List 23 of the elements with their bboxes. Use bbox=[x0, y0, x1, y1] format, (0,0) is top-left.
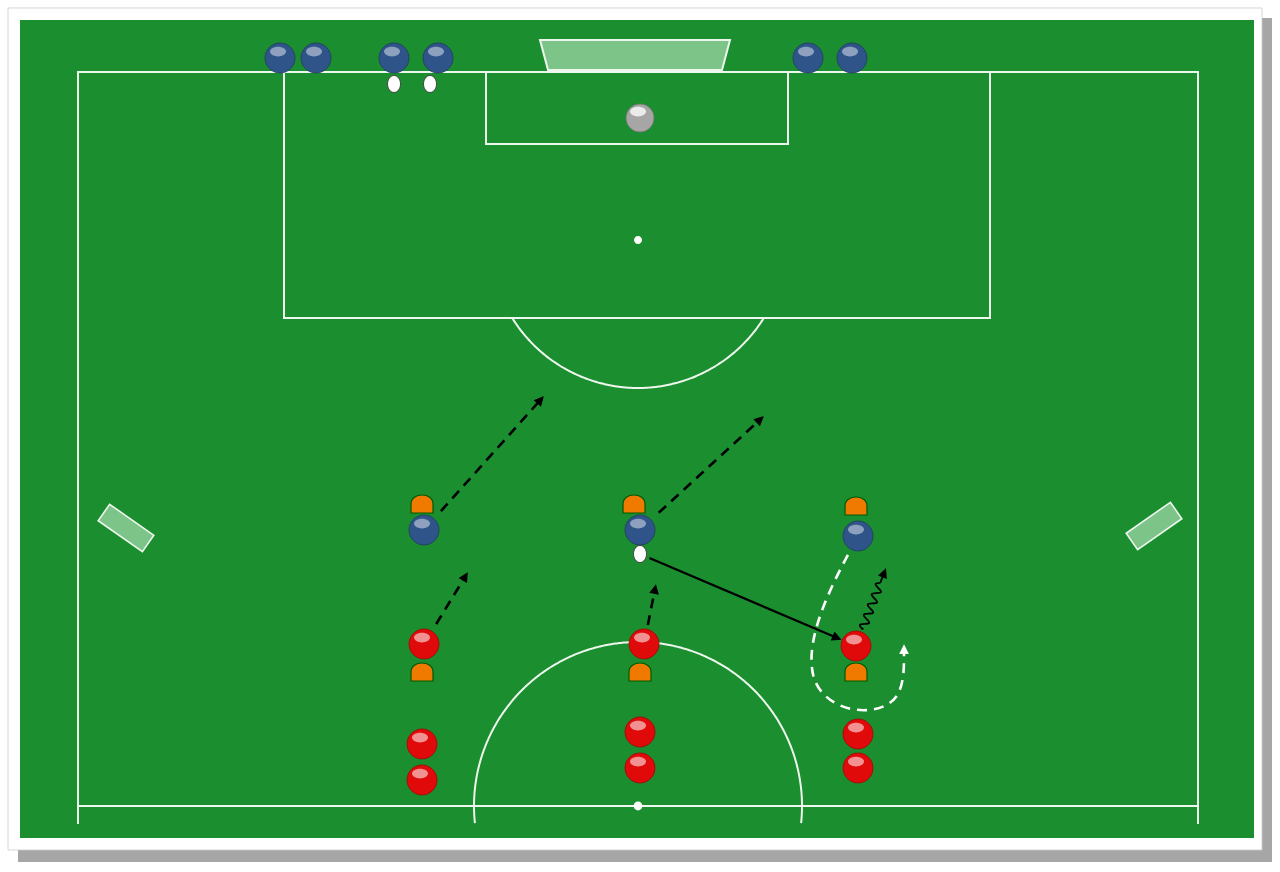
player-marker bbox=[842, 752, 874, 784]
player-marker bbox=[842, 520, 874, 552]
player-marker bbox=[840, 630, 872, 662]
player-marker bbox=[378, 42, 410, 74]
player-marker bbox=[624, 752, 656, 784]
player-marker bbox=[836, 42, 868, 74]
player-marker bbox=[422, 42, 454, 74]
player-marker bbox=[624, 716, 656, 748]
player-marker bbox=[406, 728, 438, 760]
player-marker bbox=[264, 42, 296, 74]
player-marker bbox=[408, 514, 440, 546]
dashed-arrow bbox=[810, 554, 909, 712]
player-marker bbox=[406, 764, 438, 796]
player-marker bbox=[624, 514, 656, 546]
player-marker bbox=[300, 42, 332, 74]
ball bbox=[423, 75, 437, 93]
player-marker bbox=[792, 42, 824, 74]
player-marker bbox=[628, 628, 660, 660]
ball bbox=[633, 545, 647, 563]
ball bbox=[625, 103, 655, 133]
player-marker bbox=[842, 718, 874, 750]
ball bbox=[387, 75, 401, 93]
player-marker bbox=[408, 628, 440, 660]
